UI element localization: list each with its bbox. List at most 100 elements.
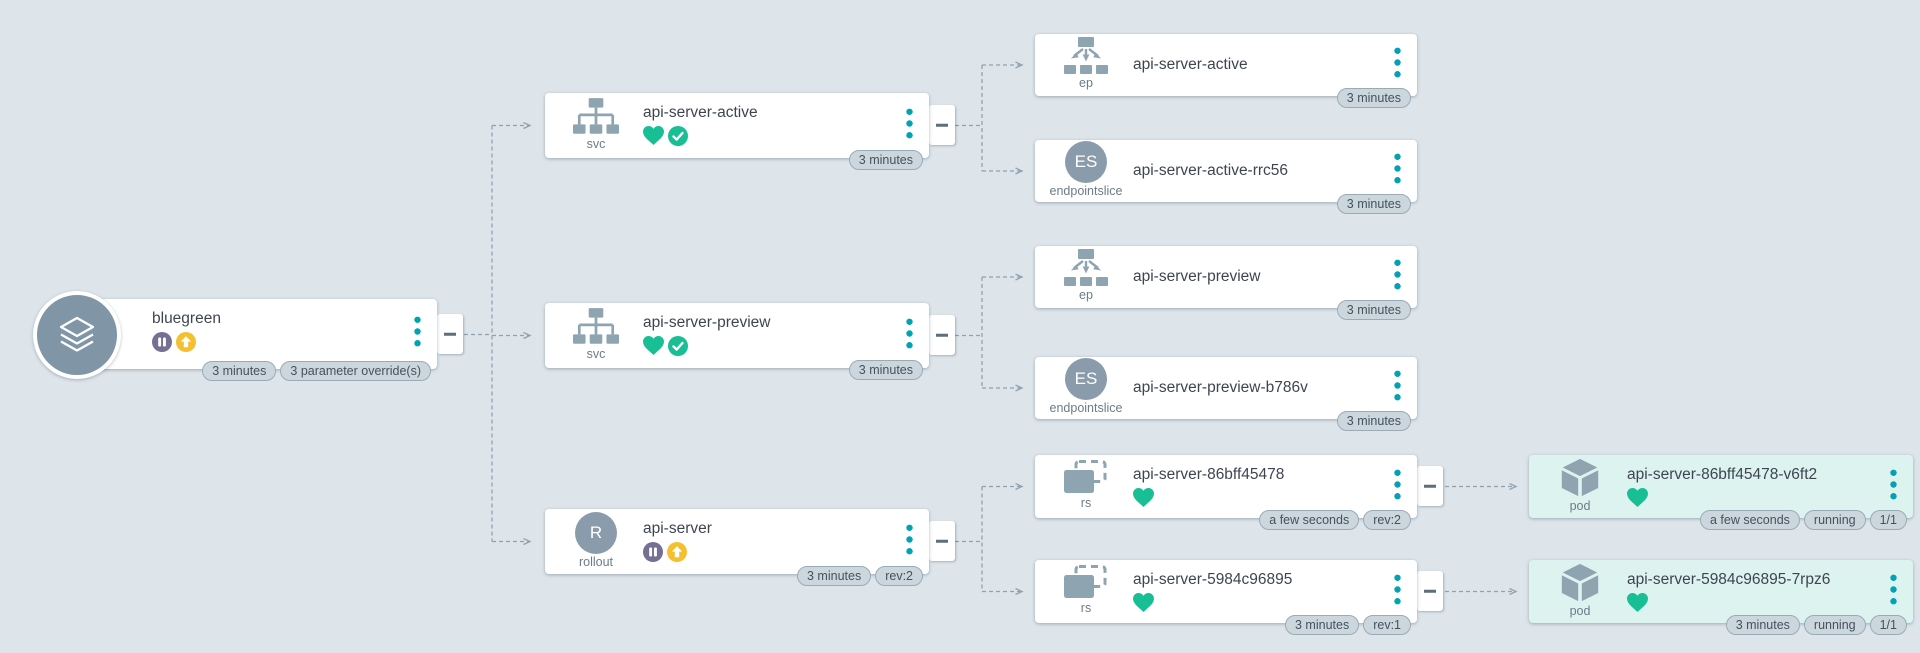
endpointslice-icon: ES [1065, 358, 1107, 400]
age-badge: 3 minutes [1336, 411, 1411, 431]
node-menu-button[interactable] [1390, 571, 1405, 612]
node-title: api-server-active-rrc56 [1133, 162, 1289, 179]
kind-label: endpointslice [1049, 184, 1123, 198]
resource-node-rollout-api-server[interactable]: R rollout api-server 3 m [545, 509, 929, 586]
application-icon-circle [33, 291, 121, 379]
check-circle-icon [668, 126, 688, 146]
age-badge: 3 minutes [1336, 194, 1411, 214]
node-title: api-server-preview [643, 314, 771, 331]
resource-node-application-bluegreen[interactable]: bluegreen 3 minutes 3 parameter override [60, 299, 437, 381]
network-tree-icon [573, 307, 619, 344]
node-title: api-server-preview [1133, 268, 1261, 285]
node-menu-button[interactable] [902, 315, 917, 356]
vertical-ellipsis-icon [1394, 47, 1401, 78]
node-menu-button[interactable] [902, 521, 917, 562]
pause-circle-icon [152, 332, 172, 352]
node-menu-button[interactable] [1886, 466, 1901, 507]
heart-icon [1627, 488, 1648, 507]
pause-circle-icon [643, 542, 663, 562]
heart-icon [1133, 593, 1154, 612]
kind-label: endpointslice [1049, 401, 1123, 415]
node-title: api-server-active [643, 104, 758, 121]
node-title: bluegreen [152, 310, 221, 327]
collapse-button-rs-86bff45478[interactable] [1417, 466, 1443, 506]
stacked-rects-icon [1064, 460, 1107, 493]
phase-badge: running [1803, 510, 1866, 530]
collapse-button-svc-active[interactable] [929, 105, 955, 145]
kind-label: svc [586, 136, 606, 151]
network-tree-icon [573, 97, 619, 134]
collapse-button-svc-preview[interactable] [929, 315, 955, 355]
resource-node-svc-api-server-preview[interactable]: svc api-server-preview 3 minutes [545, 303, 929, 380]
collapse-button-rs-5984c96895[interactable] [1417, 571, 1443, 611]
resource-node-svc-api-server-active[interactable]: svc api-server-active 3 minutes [545, 93, 929, 170]
arrow-up-circle-icon [176, 332, 196, 352]
vertical-ellipsis-icon [1394, 370, 1401, 401]
age-badge: a few seconds [1699, 510, 1800, 530]
node-menu-button[interactable] [902, 105, 917, 146]
resource-node-pod-api-server-86bff45478-v6ft2[interactable]: pod api-server-86bff45478-v6ft2 a few se… [1529, 455, 1913, 530]
age-badge: 3 minutes [202, 361, 277, 381]
node-title: api-server-5984c96895 [1133, 571, 1293, 588]
revision-badge: rev:1 [1363, 615, 1411, 635]
resource-node-pod-api-server-5984c96895-7rpz6[interactable]: pod api-server-5984c96895-7rpz6 3 minute… [1529, 560, 1913, 635]
revision-badge: rev:2 [1363, 510, 1411, 530]
kind-label: rs [1080, 496, 1092, 510]
arrow-up-circle-icon [667, 542, 687, 562]
vertical-ellipsis-icon [906, 108, 913, 138]
ready-badge: 1/1 [1869, 615, 1907, 635]
collapse-button-rollout[interactable] [929, 521, 955, 561]
heart-icon [1133, 488, 1154, 507]
resource-node-rs-api-server-86bff45478[interactable]: rs api-server-86bff45478 a few seconds r… [1035, 455, 1417, 530]
node-menu-button[interactable] [1886, 571, 1901, 612]
fanout-arrows-icon [1064, 249, 1108, 286]
resource-node-ep-api-server-active[interactable]: ep api-server-active 3 minutes [1035, 34, 1417, 108]
vertical-ellipsis-icon [1394, 259, 1401, 290]
resource-node-rs-api-server-5984c96895[interactable]: rs api-server-5984c96895 3 minutes rev:1 [1035, 560, 1417, 635]
check-circle-icon [668, 336, 688, 356]
kind-label: ep [1079, 288, 1093, 302]
kind-label: rs [1080, 601, 1092, 615]
heart-icon [1627, 593, 1648, 612]
kind-label: rollout [578, 554, 614, 569]
stacked-rects-icon [1064, 565, 1107, 598]
resource-node-endpointslice-api-server-active-rrc56[interactable]: ES endpointslice api-server-active-rrc56… [1035, 140, 1417, 214]
kind-label: pod [1569, 603, 1591, 618]
rollout-icon: R [575, 511, 617, 554]
ready-badge: 1/1 [1869, 510, 1907, 530]
node-menu-button[interactable] [1390, 151, 1405, 192]
node-menu-button[interactable] [1390, 368, 1405, 409]
fanout-arrows-icon [1064, 37, 1108, 74]
vertical-ellipsis-icon [1890, 574, 1897, 604]
node-menu-button[interactable] [1390, 45, 1405, 86]
age-badge: 3 minutes [1285, 615, 1360, 635]
resource-node-endpointslice-api-server-preview-b786v[interactable]: ES endpointslice api-server-preview-b786… [1035, 357, 1417, 431]
layers-icon [59, 316, 95, 352]
revision-badge: rev:2 [875, 566, 923, 586]
cube-icon [1561, 563, 1599, 601]
node-title: api-server [643, 520, 712, 537]
vertical-ellipsis-icon [1394, 574, 1401, 604]
node-title: api-server-5984c96895-7rpz6 [1627, 571, 1831, 588]
vertical-ellipsis-icon [1394, 153, 1401, 184]
node-title: api-server-86bff45478-v6ft2 [1627, 466, 1818, 483]
node-menu-button[interactable] [1390, 466, 1405, 507]
node-title: api-server-preview-b786v [1133, 379, 1308, 396]
endpointslice-icon: ES [1065, 141, 1107, 183]
heart-icon [643, 126, 664, 145]
age-badge: 3 minutes [797, 566, 872, 586]
vertical-ellipsis-icon [906, 318, 913, 348]
node-title: api-server-86bff45478 [1133, 466, 1285, 483]
age-badge: a few seconds [1259, 510, 1360, 530]
resource-node-ep-api-server-preview[interactable]: ep api-server-preview 3 minutes [1035, 246, 1417, 320]
age-badge: 3 minutes [1725, 615, 1800, 635]
collapse-button-bluegreen[interactable] [437, 314, 463, 354]
parameter-overrides-badge: 3 parameter override(s) [280, 361, 431, 381]
vertical-ellipsis-icon [1890, 469, 1897, 499]
kind-label: ep [1079, 76, 1093, 90]
node-menu-button[interactable] [410, 314, 425, 355]
phase-badge: running [1803, 615, 1866, 635]
node-menu-button[interactable] [1390, 257, 1405, 298]
